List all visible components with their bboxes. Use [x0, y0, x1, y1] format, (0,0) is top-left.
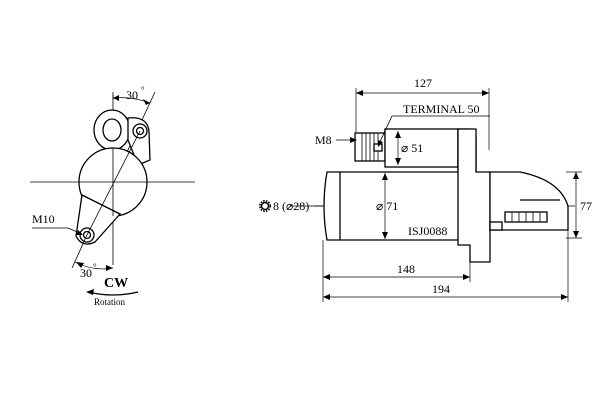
front-view: 30 ° M10 30 ° CW Rotation	[30, 85, 195, 307]
terminal-label: TERMINAL 50	[403, 102, 480, 116]
dim-127-arrow-left	[356, 90, 363, 96]
dim-51-arrow-bottom	[395, 158, 401, 165]
motor-body-side	[323, 171, 461, 241]
bottom-angle-arrow-right	[106, 265, 113, 271]
rotation-label: Rotation	[94, 297, 125, 307]
mount-axis-line	[86, 130, 141, 236]
side-view: 127 TERMINAL 50 M8 ⌀ 51 ⌀ 71 ISJ0088 148…	[258, 76, 592, 302]
dim-194-value: 194	[432, 282, 450, 296]
dim-127-arrow-right	[482, 90, 489, 96]
bottom-angle-value: 30	[80, 266, 92, 280]
dim-71-arrow-top	[382, 173, 388, 180]
dim-148-arrow-right	[463, 274, 470, 280]
bolt-label: M10	[32, 212, 55, 226]
dim-148-value: 148	[397, 262, 415, 276]
top-cap	[93, 109, 131, 151]
pinion-shaft-step	[489, 221, 503, 231]
dim-77-arrow-top	[573, 172, 579, 179]
dim-148-arrow-left	[323, 274, 330, 280]
top-angle-arrow-right	[143, 99, 150, 105]
dim-77-value: 77	[580, 199, 592, 213]
thread-label: M8	[315, 133, 332, 147]
bottom-angle-arrow-left	[76, 262, 84, 268]
terminal-leader-arrow	[378, 140, 383, 147]
rotation-direction: CW	[104, 276, 128, 291]
part-code-label: ISJ0088	[408, 224, 447, 238]
teeth-label: 8 (⌀28)	[273, 199, 309, 213]
top-angle-value: 30	[126, 88, 138, 102]
dim-127-value: 127	[414, 76, 432, 90]
dim-71-arrow-bottom	[382, 232, 388, 239]
body-diameter-label: ⌀ 71	[376, 199, 398, 213]
dim-77-arrow-bottom	[573, 231, 579, 238]
upper-mount-hole-inner	[135, 126, 145, 136]
gear-icon	[258, 200, 271, 213]
rotation-arrow-head	[86, 289, 94, 295]
top-cap-inner	[102, 118, 122, 142]
bottom-angle-degree: °	[93, 262, 97, 272]
m10-leader-arrow	[76, 230, 83, 235]
drive-end-flange	[457, 128, 491, 263]
dim-51-arrow-top	[395, 131, 401, 138]
m8-leader-arrow	[350, 137, 357, 143]
top-angle-degree: °	[141, 85, 145, 95]
dim-194-arrow-left	[323, 294, 330, 300]
solenoid-diameter-label: ⌀ 51	[401, 141, 423, 155]
lower-mount-hole-inner	[82, 230, 92, 240]
bottom-angle-line	[71, 234, 88, 269]
top-angle-arrow-left	[113, 95, 119, 101]
rotation-arrow-arc	[87, 291, 139, 296]
dim-194-arrow-right	[561, 294, 568, 300]
